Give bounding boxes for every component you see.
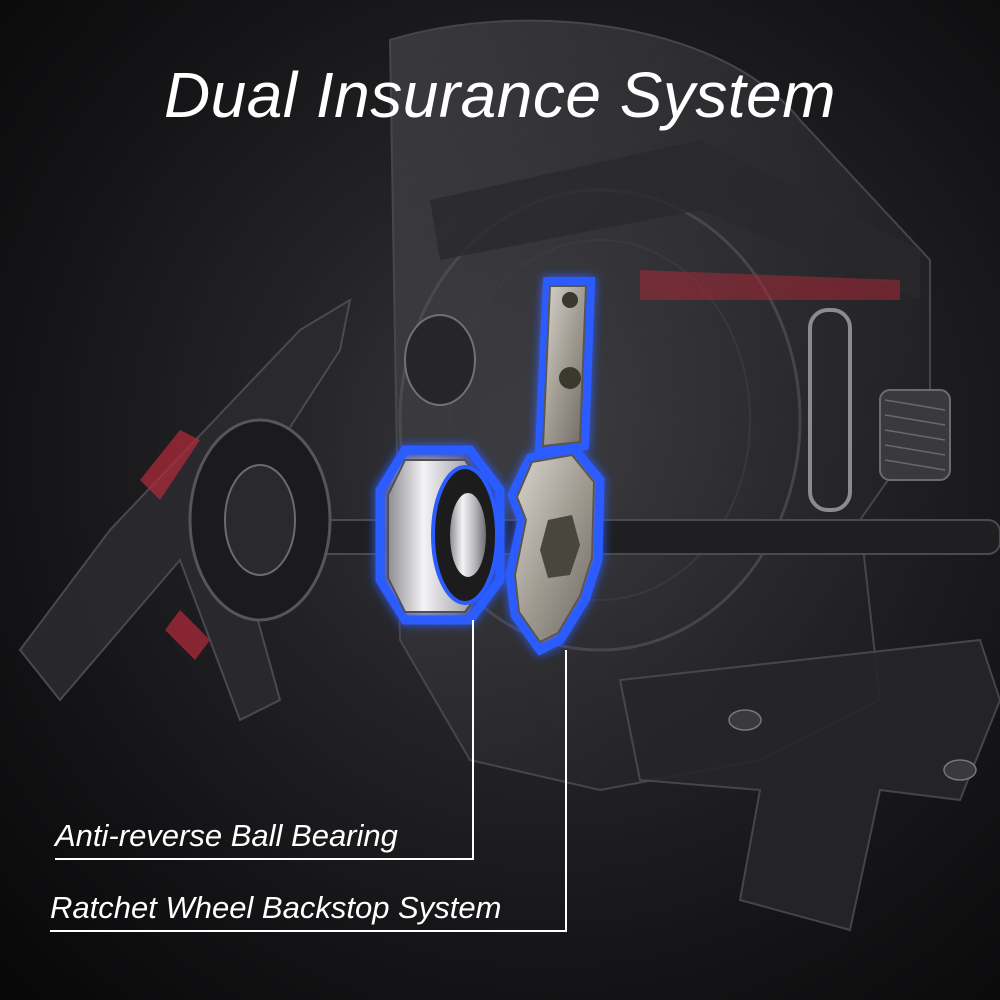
bearing-callout-vertical-line xyxy=(472,620,474,860)
ratchet-callout-horizontal-line xyxy=(50,930,567,932)
ball-bearing-icon xyxy=(375,445,505,625)
spool-icon xyxy=(808,308,951,512)
ratchet-pawl-icon xyxy=(505,277,605,656)
ratchet-callout-label: Ratchet Wheel Backstop System xyxy=(50,890,502,925)
handle-icon xyxy=(18,297,476,722)
bearing-callout-label: Anti-reverse Ball Bearing xyxy=(55,818,398,853)
ratchet-callout-vertical-line xyxy=(565,650,567,932)
bearing-callout-horizontal-line xyxy=(55,858,474,860)
reel-foot xyxy=(618,638,1000,932)
headline-title: Dual Insurance System xyxy=(163,59,837,131)
